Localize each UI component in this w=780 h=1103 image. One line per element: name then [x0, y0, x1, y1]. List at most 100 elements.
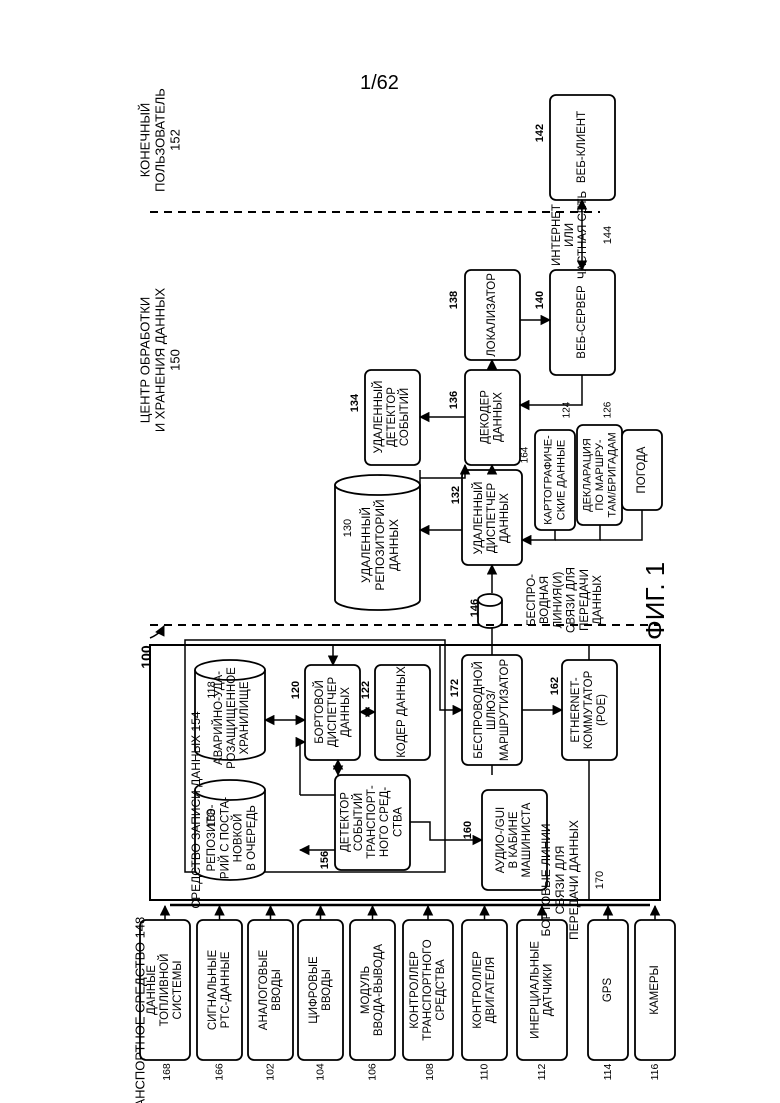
system-ref: 100	[138, 645, 154, 669]
input-ref-112: 112	[536, 1063, 548, 1080]
label-164-line: СКИЕ ДАННЫЕ	[555, 440, 567, 520]
input-ref-106: 106	[367, 1063, 379, 1081]
onboard-label-line: БОРТОВЫЕ ЛИНИИ	[539, 823, 553, 936]
region-end-user-line: ПОЛЬЗОВАТЕЛЬ	[153, 88, 168, 192]
ref-158: 158	[206, 809, 218, 827]
label-164-line: КАРТОГРАФИЧЕ-	[543, 435, 555, 525]
ref-126: 126	[603, 401, 614, 418]
input-label-168-line: СИСТЕМЫ	[172, 961, 184, 1020]
input-label-114-line: GPS	[602, 978, 614, 1003]
wireless-label-line: ДАННЫХ	[592, 575, 604, 625]
label-130-line: РЕПОЗИТОРИЙ	[372, 499, 387, 590]
label-142: ВЕБ-КЛИЕНТ	[576, 111, 588, 183]
internet-label-line: ИНТЕРНЕТ	[551, 204, 563, 266]
region-end-user: КОНЕЧНЫЙПОЛЬЗОВАТЕЛЬ152	[138, 88, 183, 192]
label-162-line: (POE)	[596, 694, 608, 726]
input-ref-168: 168	[161, 1063, 173, 1081]
ref-132: 132	[450, 486, 462, 504]
label-158-line: В ОЧЕРЕДЬ	[246, 805, 258, 871]
label-120-line: ДАННЫХ	[340, 687, 352, 737]
ref-172: 172	[449, 679, 461, 697]
input-label-106-line: МОДУЛЬ	[360, 966, 372, 1014]
label-134-line: СОБЫТИЙ	[398, 388, 411, 446]
input-label-114: GPS	[602, 978, 614, 1003]
input-label-116-line: КАМЕРЫ	[649, 965, 661, 1014]
input-label-110-line: ДВИГАТЕЛЯ	[485, 957, 497, 1024]
ref-134: 134	[349, 393, 361, 412]
label-132-line: ДИСПЕТЧЕР	[486, 483, 498, 554]
onboard-ref: 170	[594, 871, 606, 889]
wireless-ref: 146	[469, 599, 481, 617]
onboard-label-line: СВЯЗИ ДЛЯ	[553, 846, 567, 915]
input-label-106-line: ВВОДА-ВЫВОДА	[373, 944, 385, 1037]
recorder-label-line: СРЕДСТВО ЗАПИСИ ДАННЫХ 154	[189, 711, 203, 908]
recorder-label: СРЕДСТВО ЗАПИСИ ДАННЫХ 154	[189, 711, 203, 908]
input-ref-104: 104	[315, 1063, 327, 1081]
label-118-line: РОЗАЩИЩЕННОЕ	[226, 667, 238, 769]
ref-140: 140	[534, 291, 546, 309]
label-156-line: НОГО СРЕД-	[379, 787, 391, 857]
wireless-label-line: ВОДНАЯ	[539, 576, 551, 624]
label-156-line: СТВА	[392, 807, 404, 837]
wireless-label-line: ЛИНИЯ(И)	[552, 572, 564, 629]
input-label-112-line: ДАТЧИКИ	[543, 964, 555, 1016]
input-label-166-line: PTC-ДАННЫЕ	[220, 951, 232, 1028]
label-162-line: КОММУТАТОР	[583, 670, 595, 749]
ref-164: 164	[520, 446, 531, 463]
label-134: УДАЛЕННЫЙДЕТЕКТОРСОБЫТИЙ	[372, 381, 411, 454]
region-end-user-line: КОНЕЧНЫЙ	[138, 103, 153, 178]
label-124: ДЕКЛАРАЦИЯПО МАРШРУ-ТАМ/БРИГАДАМ	[581, 432, 618, 517]
label-140-line: ВЕБ-СЕРВЕР	[576, 285, 588, 359]
input-label-110: КОНТРОЛЛЕРДВИГАТЕЛЯ	[472, 951, 497, 1029]
label-156-line: ДЕТЕКТОР	[340, 792, 352, 852]
input-ref-166: 166	[214, 1063, 226, 1081]
internet-label: ИНТЕРНЕТИЛИЧАСТНАЯ СЕТЬ	[551, 191, 589, 279]
label-164: КАРТОГРАФИЧЕ-СКИЕ ДАННЫЕ	[543, 435, 568, 525]
conn-130-136	[420, 465, 465, 478]
input-label-168-line: ДАННЫЕ	[146, 965, 158, 1015]
wireless-link-symbol	[478, 594, 502, 628]
label-120-line: ДИСПЕТЧЕР	[327, 677, 339, 748]
input-label-104-line: ВВОДЫ	[321, 969, 333, 1011]
input-label-108-line: КОНТРОЛЛЕР	[409, 951, 421, 1029]
label-132-line: ДАННЫХ	[499, 493, 511, 543]
label-172-line: ШЛЮЗ/	[486, 689, 498, 730]
ref-130: 130	[342, 519, 354, 537]
label-126: ПОГОДА	[636, 446, 648, 493]
input-ref-114: 114	[602, 1063, 614, 1080]
label-142-line: ВЕБ-КЛИЕНТ	[576, 111, 588, 183]
label-158-line: НОВКОЙ	[232, 814, 245, 863]
label-160: АУДИО-/GUIВ КАБИНЕМАШИНИСТА	[495, 802, 533, 877]
label-134-line: ДЕТЕКТОР	[386, 387, 398, 447]
input-label-110-line: КОНТРОЛЛЕР	[472, 951, 484, 1029]
label-120: БОРТОВОЙДИСПЕТЧЕРДАННЫХ	[313, 677, 352, 748]
internet-ref: 144	[602, 226, 614, 244]
wireless-label-line: СВЯЗИ ДЛЯ	[566, 567, 578, 633]
label-140: ВЕБ-СЕРВЕР	[576, 285, 588, 359]
onboard-label-line: ПЕРЕДАЧИ ДАННЫХ	[567, 820, 581, 940]
label-136-line: ДАННЫХ	[493, 392, 505, 442]
input-label-168-line: ТОПЛИВНОЙ	[158, 954, 171, 1027]
label-172-line: МАРШРУТИЗАТОР	[499, 659, 511, 762]
ref-118: 118	[206, 681, 218, 699]
label-130-line: ДАННЫХ	[387, 519, 401, 571]
ref-160: 160	[462, 821, 474, 839]
input-label-166: СИГНАЛЬНЫЕPTC-ДАННЫЕ	[207, 950, 232, 1031]
label-124-line: ПО МАРШРУ-	[594, 439, 606, 511]
label-130-line: УДАЛЕННЫЙ	[358, 507, 373, 583]
input-ref-102: 102	[265, 1063, 277, 1081]
region-data-center-line: ЦЕНТР ОБРАБОТКИ	[138, 297, 153, 423]
input-ref-110: 110	[479, 1063, 491, 1080]
internet-label-line: ЧАСТНАЯ СЕТЬ	[577, 191, 589, 279]
region-end-user-line: 152	[167, 129, 182, 151]
label-160-line: В КАБИНЕ	[508, 811, 520, 868]
conn-140-136	[520, 375, 582, 405]
internet-label-line: ИЛИ	[564, 223, 576, 247]
label-160-line: МАШИНИСТА	[521, 802, 533, 877]
label-158-line: РИЙ С ПОСТА-	[218, 797, 231, 879]
label-138: ЛОКАЛИЗАТОР	[486, 273, 498, 357]
label-122-line: КОДЕР ДАННЫХ	[396, 666, 408, 758]
wireless-label-line: ПЕРЕДАЧИ	[579, 569, 591, 631]
wireless-label-line: БЕСПРО-	[526, 574, 538, 626]
input-label-108-line: ТРАНСПОРТНОГО	[422, 939, 434, 1040]
